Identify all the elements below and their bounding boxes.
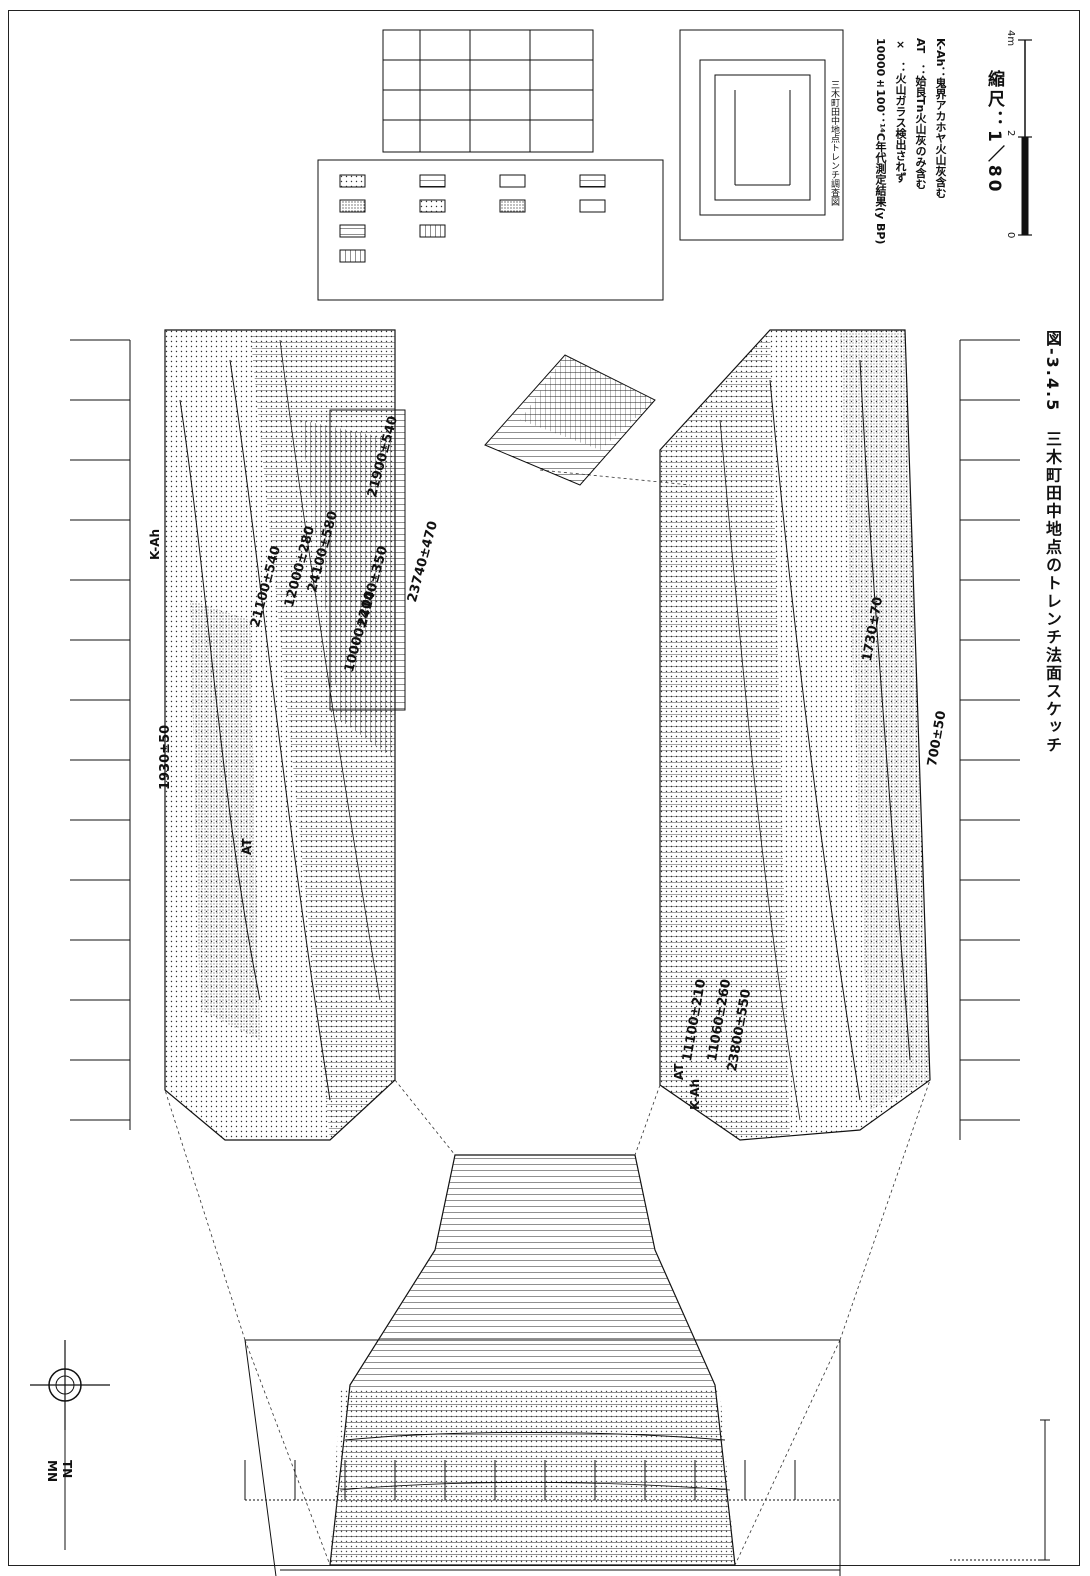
index-map-title: 三木町田中地点トレンチ調査図 (829, 80, 839, 206)
figure-caption: 図-3.4.5 三木町田中地点のトレンチ法面スケッチ (1043, 330, 1062, 755)
stratigraphy-table (382, 29, 594, 153)
small-scale-bar (950, 1419, 1050, 1561)
scale-tick-0: 0 (1005, 232, 1016, 239)
tephra-label-at: AT (240, 838, 254, 855)
legend-note-c14: 10000±100：¹⁴C年代測定結果(y BP) (874, 38, 887, 245)
tephra-label-kah: K-Ah (148, 528, 162, 560)
legend-note-kah: K-Ah：鬼界アカホヤ火山灰含む (934, 38, 947, 199)
scale-label: 縮尺：1／80 (984, 70, 1004, 195)
tephra-label-at: AT (672, 1063, 686, 1080)
tephra-label-kah: K-Ah (688, 1078, 702, 1110)
left-wall (164, 329, 406, 1141)
north-label-tn: TN (60, 1460, 74, 1479)
right-ruler (959, 339, 1020, 1140)
scale-tick-2: 2 (1005, 130, 1016, 137)
trench-floor (244, 1339, 841, 1576)
right-wall (659, 329, 931, 1141)
left-ruler (70, 339, 131, 1130)
legend-box (317, 159, 664, 301)
inset-detail (484, 354, 656, 486)
legend-note-noglass: × ：火山ガラス検出されず (894, 38, 907, 183)
age-label: 1930±50 (158, 724, 173, 790)
legend-note-at: AT ：姶良Tn火山灰のみ含む (914, 38, 927, 190)
trench-end-wall (329, 1154, 736, 1566)
scale-tick-4m: 4m (1005, 30, 1016, 47)
index-map (679, 29, 844, 241)
legend-notes: K-Ah：鬼界アカホヤ火山灰含む AT ：姶良Tn火山灰のみ含む × ：火山ガラ… (862, 38, 952, 338)
north-arrow (30, 1340, 110, 1550)
north-label-mn: MN (45, 1460, 59, 1482)
scale-bar (1018, 39, 1032, 236)
bottom-ruler (244, 1460, 840, 1501)
